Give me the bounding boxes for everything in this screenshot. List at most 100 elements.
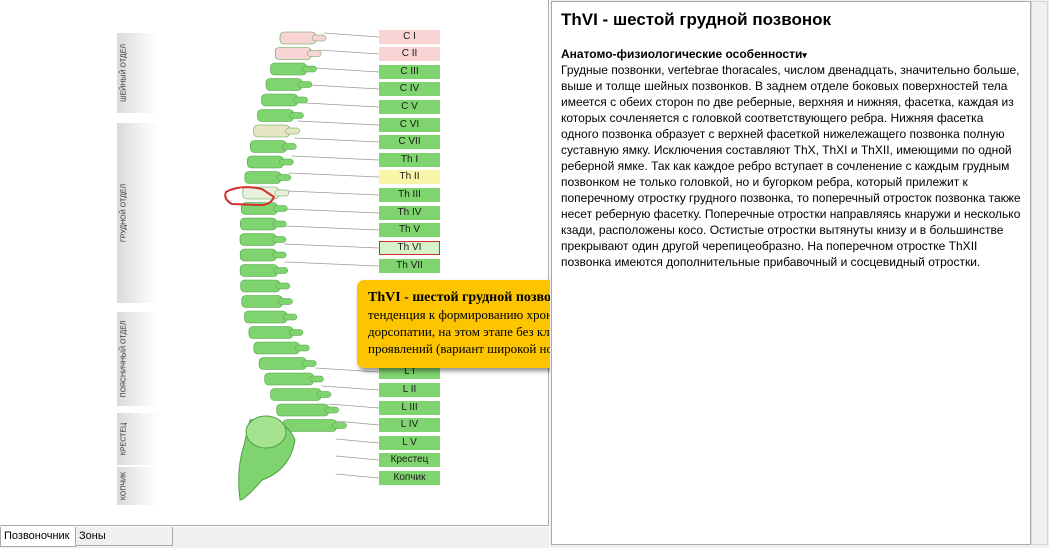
vertebra-label-c2[interactable]: C II [379,47,440,61]
leader-line [309,84,380,90]
leader-line [323,32,380,38]
leader-line [314,67,380,73]
leader-line [284,225,380,231]
region-label-coccyx: КОПЧИК [117,467,159,505]
tab-innervation-zones[interactable]: Зоны иннервации [75,527,173,546]
leader-line [288,172,380,178]
vertebra-label-c1[interactable]: C I [379,30,440,44]
vertebra-shape [265,78,303,91]
spinous-process-shape [282,143,297,150]
vertebra-shape [244,171,282,184]
spinous-process-shape [275,282,291,290]
vertebra-label-th6[interactable]: Th VI [379,241,440,255]
vertebra-shape [282,419,337,432]
vertebra-shape [241,295,283,308]
spine-illustration[interactable] [0,0,548,525]
vertebra-label-c5[interactable]: C V [379,100,440,114]
tooltip-title: ThVI - шестой грудной позвонок [368,290,575,305]
spinous-process-shape [279,158,294,166]
spinous-process-shape [276,174,292,181]
leader-line [335,473,380,479]
leader-line [297,120,380,126]
vertebra-label-th5[interactable]: Th V [379,223,440,237]
vertebra-shape [276,403,329,417]
vertebra-label-c4[interactable]: C IV [379,82,440,96]
vertebra-shape [253,341,300,355]
article-subtitle[interactable]: Анатомо-физиологические особенности▾ [561,47,807,61]
vertebra-shape [239,233,277,246]
leader-line [335,455,380,461]
spinous-process-shape [272,220,287,228]
leader-line [335,438,380,444]
vertebra-shape [261,93,298,107]
pelvis-joint-shape [245,415,287,449]
spinous-process-shape [332,422,347,429]
vertebra-label-sacrum[interactable]: Крестец [379,453,440,467]
spinous-process-shape [309,375,324,383]
spinous-process-shape [316,391,332,398]
vertebra-label-l3[interactable]: L III [379,401,440,415]
region-label-lumbar: ПОЯСНИЧНЫЙ ОТДЕЛ [117,312,159,406]
vertebra-label-l4[interactable]: L IV [379,418,440,432]
spinous-process-shape [273,267,289,274]
spinous-process-shape [271,251,287,259]
vertebra-label-l1[interactable]: L I [379,365,440,379]
vertebra-label-coccyx[interactable]: Копчик [379,471,440,485]
spine-panel: ШЕЙНЫЙ ОТДЕЛ ГРУДНОЙ ОТДЕЛ ПОЯСНИЧНЫЙ ОТ… [0,0,679,526]
spinous-process-shape [295,344,310,352]
article-panel: ThVI - шестой грудной позвонок Анатомо-ф… [550,0,1049,548]
spinous-process-shape [306,50,322,57]
leader-line [284,243,380,249]
vertebra-label-c3[interactable]: C III [379,65,440,79]
vertical-scrollbar[interactable] [1031,1,1048,545]
spinous-process-shape [302,65,317,73]
vertebra-shape [240,217,277,231]
article-title: ThVI - шестой грудной позвонок [561,10,831,29]
vertebra-shape [258,357,307,370]
spinous-process-shape [282,313,298,321]
vertebra-label-th3[interactable]: Th III [379,188,440,202]
leader-line [319,49,380,55]
spinous-process-shape [293,96,308,104]
vertebra-shape [279,31,317,45]
spinous-process-shape [297,81,313,88]
leader-line [286,190,380,196]
leader-line [284,261,380,267]
vertebra-label-l2[interactable]: L II [379,383,440,397]
spinous-process-shape [285,127,300,135]
vertebra-label-c6[interactable]: C VI [379,118,440,132]
vertebra-shape [270,388,322,401]
vertebra-label-l5[interactable]: L V [379,436,440,450]
vertebra-label-th7[interactable]: Th VII [379,259,440,273]
vertebra-label-c7[interactable]: C VII [379,135,440,149]
article-content[interactable]: ThVI - шестой грудной позвонок Анатомо-ф… [551,1,1031,545]
vertebra-label-th2[interactable]: Th II [379,170,440,184]
vertebra-shape [244,310,288,324]
spinous-process-shape [273,205,288,212]
spinous-process-shape [311,34,327,42]
article-text: Грудные позвонки, vertebrae thoracales, … [561,63,1021,269]
vertebra-shape [264,372,314,386]
leader-lines [284,32,380,479]
leader-line [294,137,380,143]
selected-vertebra-outline [224,186,276,207]
spinous-process-shape [289,112,304,119]
region-label-sacrum: КРЕСТЕЦ [117,413,159,465]
spinous-process-shape [302,360,317,367]
bottom-tabs: Позвоночник Зоны иннервации [0,527,549,548]
vertebra-shape [239,264,279,277]
vertebra-shape [248,326,294,339]
vertebra-label-th1[interactable]: Th I [379,153,440,167]
tooltip-body: тенденция к формированию хронической дор… [368,307,609,356]
vertebra-label-th4[interactable]: Th IV [379,206,440,220]
leader-line [285,208,380,214]
leader-line [328,403,380,409]
region-label-cervical: ШЕЙНЫЙ ОТДЕЛ [117,33,159,113]
spine-vertebrae[interactable] [238,31,347,501]
tab-spine[interactable]: Позвоночник [0,527,76,547]
vertebra-shape [257,109,294,122]
collapse-arrow-icon[interactable]: ▾ [802,50,807,60]
spinous-process-shape [288,329,304,336]
vertebra-shape [240,279,281,293]
